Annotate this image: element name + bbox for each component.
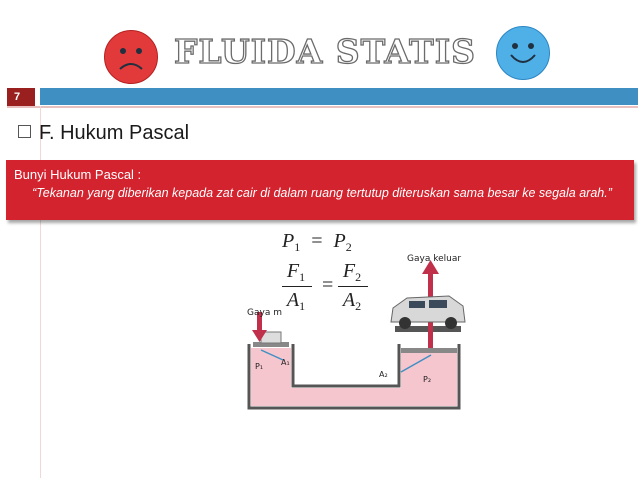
f1-sub: 1 [299, 270, 306, 284]
title-area: Fluida Statis [0, 8, 638, 84]
equals-sign-2: = [322, 274, 334, 296]
formula-force-area: F1 A1 = F2 A2 [282, 260, 402, 315]
margin-line [40, 106, 41, 478]
page-title: Fluida Statis [173, 31, 476, 71]
slide-number-badge: 7 [7, 88, 35, 106]
a2-symbol: A [342, 289, 356, 311]
f1-symbol: F [286, 260, 300, 282]
divider [7, 106, 638, 108]
slide-number: 7 [14, 91, 21, 103]
a1-symbol: A [286, 289, 300, 311]
callout-label: Bunyi Hukum Pascal : [14, 167, 142, 182]
header-bar [40, 88, 638, 105]
formula-pressure: P1 = P2 [282, 230, 352, 255]
pressure-p2-label: P₂ [423, 375, 432, 384]
p1-symbol: P [282, 230, 295, 252]
pressure-p1-label: P₁ [255, 362, 264, 371]
a1-sub: 1 [299, 299, 306, 313]
smiley-face-icon [496, 26, 550, 80]
equals-sign: = [311, 230, 323, 252]
output-force-label: Gaya keluar [407, 254, 462, 264]
area-a2-label: A₂ [379, 370, 388, 379]
hydraulic-diagram: Gaya keluar Gaya m A₁ A₂ P₁ P₂ [235, 250, 475, 420]
sad-face-icon [104, 30, 158, 84]
area-a1-label: A₁ [281, 358, 290, 367]
bullet-box-icon [18, 125, 31, 138]
f2-sub: 2 [355, 270, 362, 284]
p2-sub: 2 [345, 240, 352, 254]
p2-symbol: P [333, 230, 346, 252]
a2-sub: 2 [355, 299, 362, 313]
section-heading: F. Hukum Pascal [18, 122, 189, 145]
f2-symbol: F [342, 260, 356, 282]
input-force-label: Gaya m [247, 308, 282, 318]
callout-text: “Tekanan yang diberikan kepada zat cair … [32, 186, 612, 200]
hydraulic-press-illustration [247, 260, 466, 410]
car-icon [390, 295, 466, 329]
law-callout: Bunyi Hukum Pascal : “Tekanan yang diber… [6, 160, 634, 220]
section-heading-text: F. Hukum Pascal [39, 122, 190, 144]
p1-sub: 1 [294, 240, 301, 254]
